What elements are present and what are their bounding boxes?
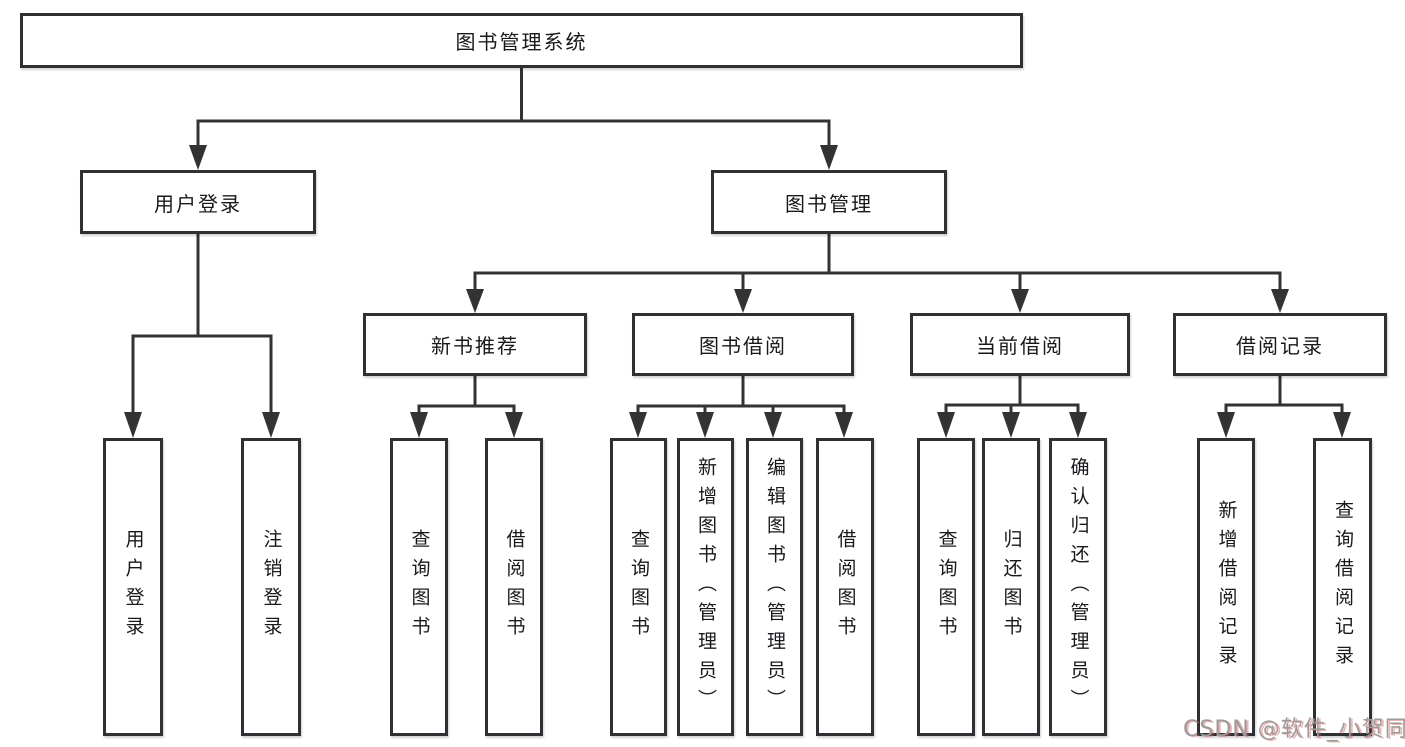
- arrowhead: [410, 412, 428, 438]
- arrowhead: [1333, 412, 1351, 438]
- leaf-logout-label: 注销登录: [260, 529, 283, 645]
- arrowhead: [1002, 412, 1020, 438]
- arrowhead: [734, 289, 752, 313]
- leaf-return-books-label: 归还图书: [1000, 529, 1023, 645]
- leaf-edit-books-admin: 编辑图书（管理员）: [746, 438, 803, 736]
- node-current-borrow: 当前借阅: [910, 313, 1130, 376]
- leaf-return-books: 归还图书: [982, 438, 1040, 736]
- node-current-borrow-label: 当前借阅: [976, 334, 1064, 358]
- leaf-add-books-admin-label: 新增图书（管理员）: [695, 456, 717, 718]
- watermark: CSDN @软件_小贺同学: [1183, 717, 1405, 742]
- leaf-recommend-query-books: 查询图书: [390, 438, 448, 736]
- connector-root-to-level2: [189, 68, 838, 170]
- leaf-edit-books-admin-label: 编辑图书（管理员）: [764, 456, 786, 718]
- connector-current-borrow-to-leaves: [937, 376, 1087, 438]
- connector-new-book-recommend-to-leaves: [410, 376, 523, 438]
- arrowhead: [1271, 289, 1289, 313]
- leaf-user-login: 用户登录: [103, 438, 163, 736]
- leaf-recommend-query-books-label: 查询图书: [408, 529, 431, 645]
- node-book-borrow-label: 图书借阅: [699, 334, 787, 358]
- leaf-add-borrow-record: 新增借阅记录: [1197, 438, 1255, 736]
- node-borrow-records-label: 借阅记录: [1236, 334, 1324, 358]
- leaf-add-borrow-record-label: 新增借阅记录: [1215, 500, 1238, 674]
- leaf-add-books-admin: 新增图书（管理员）: [677, 438, 734, 736]
- node-book-management: 图书管理: [711, 170, 947, 234]
- node-book-borrow: 图书借阅: [632, 313, 854, 376]
- node-root: 图书管理系统: [20, 13, 1023, 68]
- arrowhead: [696, 412, 714, 438]
- arrowhead: [820, 145, 838, 170]
- leaf-query-borrow-record: 查询借阅记录: [1313, 438, 1372, 736]
- node-root-label: 图书管理系统: [455, 30, 588, 54]
- leaf-user-login-label: 用户登录: [122, 529, 145, 645]
- node-new-book-recommend-label: 新书推荐: [431, 334, 519, 358]
- leaf-recommend-borrow-books-label: 借阅图书: [503, 529, 526, 645]
- arrowhead: [1069, 412, 1087, 438]
- leaf-query-borrow-record-label: 查询借阅记录: [1332, 500, 1354, 674]
- arrowhead: [189, 145, 207, 170]
- node-user-login-label: 用户登录: [154, 191, 242, 216]
- node-user-login: 用户登录: [80, 170, 316, 234]
- connector-book-borrow-to-leaves: [629, 376, 853, 438]
- connector-borrow-records-to-leaves: [1217, 376, 1351, 438]
- arrowhead: [505, 412, 523, 438]
- arrowhead: [1011, 289, 1029, 313]
- arrowhead: [937, 412, 955, 438]
- arrowhead: [629, 412, 647, 438]
- connector-user-login-to-leaves: [124, 234, 280, 438]
- node-new-book-recommend: 新书推荐: [363, 313, 587, 376]
- node-book-management-label: 图书管理: [785, 191, 873, 216]
- arrowhead: [262, 412, 280, 438]
- node-borrow-records: 借阅记录: [1173, 313, 1387, 376]
- leaf-borrow-query-books-label: 查询图书: [628, 529, 650, 645]
- arrowhead: [835, 412, 853, 438]
- connector-book-management-to-level3: [466, 234, 1289, 313]
- leaf-logout: 注销登录: [241, 438, 301, 736]
- leaf-borrow-books-label: 借阅图书: [834, 529, 857, 645]
- arrowhead: [1217, 412, 1235, 438]
- leaf-confirm-return-admin-label: 确认归还（管理员）: [1067, 456, 1090, 718]
- leaf-borrow-books: 借阅图书: [816, 438, 874, 736]
- arrowhead: [124, 412, 142, 438]
- leaf-borrow-query-books: 查询图书: [610, 438, 667, 736]
- arrowhead: [764, 412, 782, 438]
- leaf-confirm-return-admin: 确认归还（管理员）: [1049, 438, 1107, 736]
- arrowhead: [466, 289, 484, 313]
- leaf-current-query-books: 查询图书: [917, 438, 975, 736]
- leaf-current-query-books-label: 查询图书: [935, 529, 958, 645]
- leaf-recommend-borrow-books: 借阅图书: [485, 438, 543, 736]
